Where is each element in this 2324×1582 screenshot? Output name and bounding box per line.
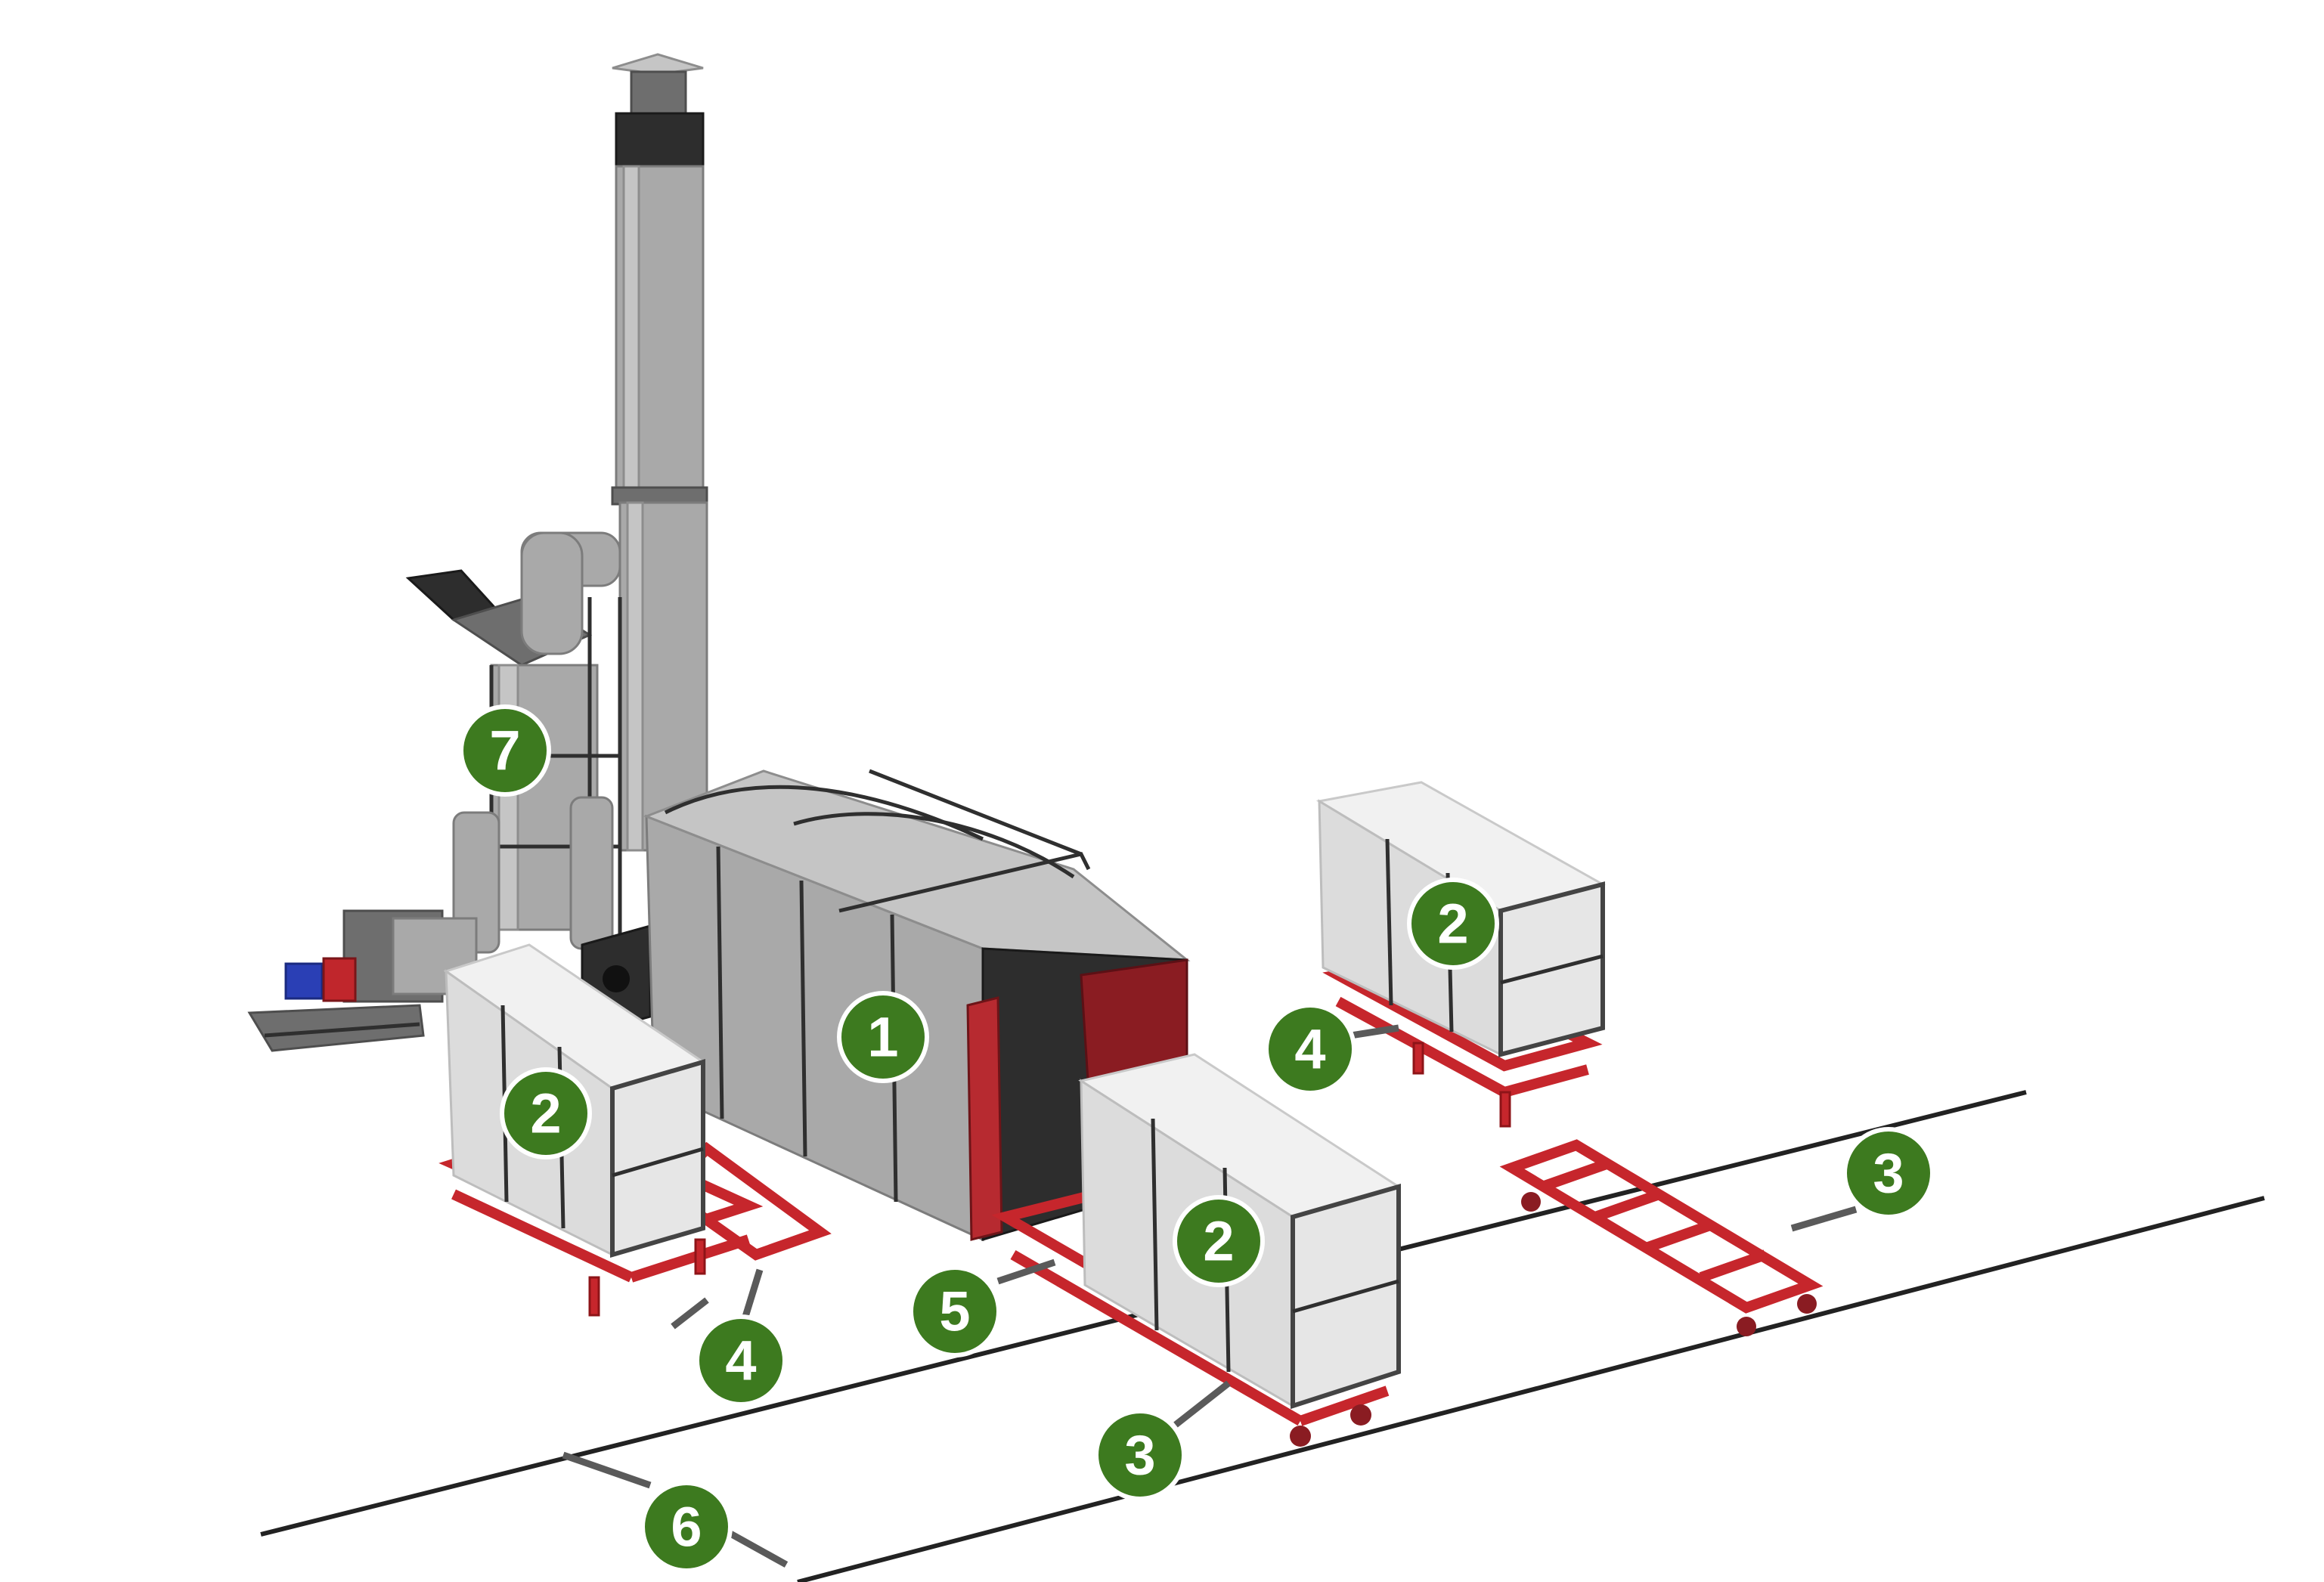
svg-text:2: 2 bbox=[1437, 893, 1468, 955]
svg-text:4: 4 bbox=[1294, 1018, 1325, 1081]
svg-text:2: 2 bbox=[1203, 1210, 1234, 1273]
marker-2-left: 2 bbox=[500, 1067, 592, 1159]
svg-text:3: 3 bbox=[1124, 1424, 1155, 1487]
marker-1: 1 bbox=[837, 991, 929, 1083]
svg-text:7: 7 bbox=[489, 720, 520, 782]
marker-3-center: 3 bbox=[1094, 1409, 1186, 1501]
svg-text:4: 4 bbox=[725, 1330, 756, 1392]
svg-text:6: 6 bbox=[671, 1496, 702, 1559]
incineration-chamber bbox=[643, 769, 1191, 1242]
marker-3-right: 3 bbox=[1842, 1127, 1935, 1219]
svg-text:2: 2 bbox=[530, 1082, 561, 1145]
chimney-stack bbox=[611, 53, 708, 852]
empty-transfer-cart bbox=[1499, 1139, 1824, 1336]
svg-text:5: 5 bbox=[939, 1280, 970, 1343]
marker-4-right: 4 bbox=[1264, 1003, 1356, 1095]
marker-6: 6 bbox=[640, 1481, 733, 1573]
marker-7: 7 bbox=[459, 704, 551, 797]
marker-2-right: 2 bbox=[1407, 878, 1499, 970]
svg-text:1: 1 bbox=[867, 1006, 898, 1069]
marker-2-center: 2 bbox=[1173, 1195, 1265, 1287]
svg-text:3: 3 bbox=[1873, 1142, 1904, 1205]
marker-5: 5 bbox=[909, 1265, 1001, 1358]
marker-4-left: 4 bbox=[695, 1314, 787, 1407]
